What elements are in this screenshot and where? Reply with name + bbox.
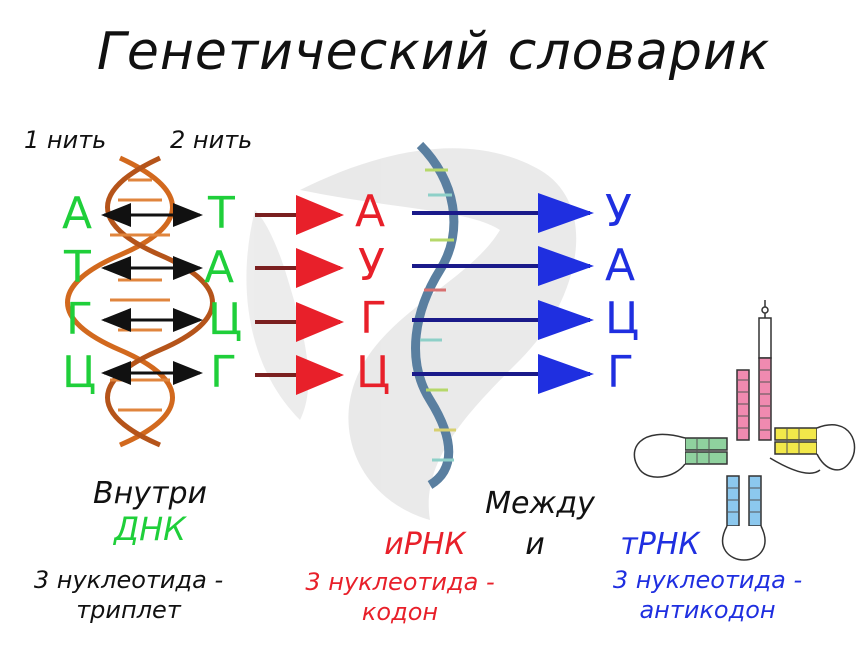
trna-cloverleaf	[633, 300, 856, 561]
trna-base-3: Ц	[605, 293, 640, 344]
triplet-description-line2: триплет	[76, 596, 181, 624]
dna-strand1-base-2: Т	[64, 242, 91, 293]
dna-strand1-base-4: Ц	[62, 347, 97, 398]
triplet-description-line1: 3 нуклеотида -	[33, 566, 224, 594]
complementarity-arrows	[101, 203, 203, 385]
mrna-base-3: Г	[360, 293, 387, 344]
inside-label: Внутри	[93, 476, 207, 511]
between-label: Между	[485, 486, 595, 521]
dna-strand1-base-3: Г	[66, 294, 93, 345]
transcription-arrows	[255, 195, 344, 395]
dna-label: ДНК	[114, 510, 186, 548]
rna-strand	[411, 141, 459, 489]
dna-strand2-base-4: Г	[210, 347, 237, 398]
translation-arrows	[412, 193, 594, 394]
trna-label: тРНК	[620, 527, 700, 562]
anticodon-description-line1: 3 нуклеотида -	[612, 566, 803, 594]
trna-base-2: А	[605, 240, 636, 291]
strand-2-label: 2 нить	[170, 126, 253, 154]
mrna-base-1: А	[355, 186, 386, 237]
mrna-label: иРНК	[384, 527, 466, 562]
page-title: Генетический словарик	[96, 22, 771, 82]
dna-strand2-base-2: А	[204, 242, 235, 293]
strand-1-label: 1 нить	[24, 126, 107, 154]
trna-base-1: У	[605, 186, 632, 237]
codon-description-line1: 3 нуклеотида -	[305, 568, 495, 596]
dna-strand2-base-1: Т	[208, 188, 235, 239]
dna-strand1-base-1: А	[62, 188, 93, 239]
mrna-base-4: Ц	[356, 347, 391, 398]
anticodon-description-line2: антикодон	[639, 596, 776, 624]
dna-strand2-base-3: Ц	[208, 294, 243, 345]
watermark-logo	[246, 148, 577, 520]
mrna-base-2: У	[358, 240, 385, 291]
and-label: и	[525, 527, 545, 562]
codon-description-line2: кодон	[361, 598, 439, 626]
trna-base-4: Г	[607, 347, 634, 398]
